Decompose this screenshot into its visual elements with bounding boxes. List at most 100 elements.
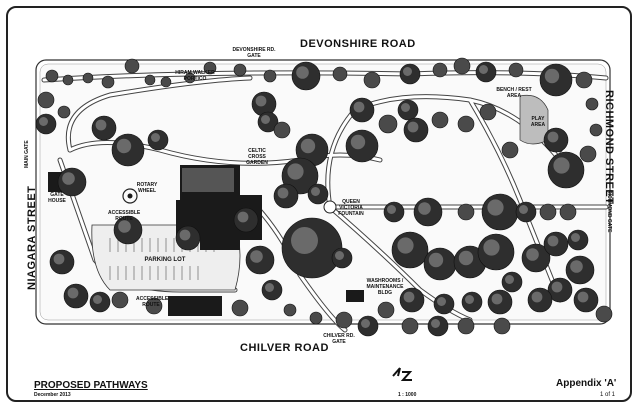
tree-canopy [160, 76, 172, 88]
tree-canopy [273, 121, 291, 139]
rotary-wheel [122, 188, 138, 204]
tree-canopy [579, 145, 597, 163]
label-devonshire-gate: DEVONSHIRE RD. GATE [232, 47, 276, 59]
tree-canopy [589, 123, 603, 137]
tree-highlight [93, 295, 102, 304]
tree-highlight [407, 121, 419, 133]
tree-canopy [62, 74, 74, 86]
tree-canopy [283, 303, 297, 317]
tree-canopy [585, 97, 599, 111]
tree-canopy [453, 57, 471, 75]
tree-highlight [287, 163, 304, 180]
tree-highlight [296, 66, 309, 79]
tree-highlight [553, 157, 570, 174]
tree-highlight [437, 297, 446, 306]
road-devonshire: DEVONSHIRE ROAD [300, 38, 416, 50]
tree-canopy [45, 69, 59, 83]
tree-highlight [577, 291, 589, 303]
label-washrooms: WASHROOMS / MAINTENANCE BLDG [366, 278, 404, 296]
label-richmond-gate: RICHMOND GATE [606, 190, 612, 233]
tree-canopy [508, 62, 524, 78]
tree-highlight [547, 235, 559, 247]
tree-highlight [403, 67, 412, 76]
tree-highlight [39, 117, 48, 126]
tree-canopy [309, 311, 323, 325]
tree-highlight [179, 229, 191, 241]
label-accessible-route-2: ACCESSIBLE ROUTE [136, 296, 169, 308]
tree-highlight [544, 68, 560, 84]
tree-highlight [487, 199, 504, 216]
appendix-label: Appendix 'A' [556, 378, 617, 389]
tree-canopy [479, 103, 497, 121]
tree-canopy [457, 203, 475, 221]
tree-canopy [539, 203, 557, 221]
tree-highlight [335, 251, 344, 260]
tree-highlight [397, 237, 414, 254]
tree-highlight [255, 95, 267, 107]
tree-highlight [291, 227, 318, 254]
tree-highlight [458, 250, 474, 266]
label-queen-victoria: QUEEN VICTORIA FOUNTAIN [338, 199, 364, 217]
tree-highlight [570, 260, 583, 273]
road-niagara: NIAGARA STREET [26, 185, 38, 290]
tree-highlight [311, 187, 320, 196]
tree-highlight [353, 101, 365, 113]
label-hiram-walker: HIRAM WALKER PORTICO [175, 70, 215, 82]
tree-canopy [101, 75, 115, 89]
tree-highlight [151, 133, 160, 142]
tree-highlight [505, 275, 514, 284]
label-gate-house: GATE HOUSE [48, 192, 66, 204]
plan-title: PROPOSED PATHWAYS [34, 380, 148, 391]
tree-highlight [479, 65, 488, 74]
tree-canopy [559, 203, 577, 221]
tree-canopy [233, 63, 247, 77]
north-arrow-icon [392, 367, 413, 381]
tree-highlight [431, 319, 440, 328]
tree-highlight [387, 205, 396, 214]
tree-canopy [124, 58, 140, 74]
tree-highlight [519, 205, 528, 214]
tree-highlight [350, 134, 366, 150]
tree-highlight [237, 211, 249, 223]
tree-highlight [483, 239, 500, 256]
tree-canopy [144, 74, 156, 86]
label-chilver-gate: CHILVER RD. GATE [323, 333, 355, 345]
tree-canopy [378, 114, 398, 134]
tree-highlight [418, 202, 431, 215]
tree-canopy [263, 69, 277, 83]
tree-canopy [335, 311, 353, 329]
tree-highlight [62, 172, 75, 185]
tree-canopy [493, 317, 511, 335]
tree-canopy [145, 297, 163, 315]
fountain [323, 200, 337, 214]
label-play-area: PLAY AREA [530, 116, 546, 128]
tree-highlight [53, 253, 65, 265]
tree-highlight [116, 138, 132, 154]
road-chilver: CHILVER ROAD [240, 342, 329, 354]
tree-highlight [361, 319, 370, 328]
property-boundary [35, 59, 611, 325]
tree-highlight [465, 295, 474, 304]
tree-highlight [300, 138, 316, 154]
road-richmond: RICHMOND STREET [603, 90, 615, 205]
tree-highlight [403, 291, 415, 303]
tree-canopy [457, 317, 475, 335]
tree-highlight [67, 287, 79, 299]
tree-highlight [277, 187, 289, 199]
label-parking-lot: PARKING LOT [144, 257, 186, 263]
tree-canopy [184, 72, 196, 84]
tree-canopy [501, 141, 519, 159]
tree-canopy [363, 71, 381, 89]
label-rotary-wheel: ROTARY WHEEL [136, 182, 158, 194]
tree-canopy [332, 66, 348, 82]
tree-highlight [491, 293, 503, 305]
tree-canopy [457, 115, 475, 133]
page-number: 1 of 1 [600, 392, 616, 398]
tree-canopy [37, 91, 55, 109]
tree-canopy [401, 317, 419, 335]
tree-highlight [261, 115, 270, 124]
tree-highlight [526, 248, 539, 261]
tree-highlight [547, 131, 559, 143]
plan-date: December 2013 [34, 392, 71, 398]
